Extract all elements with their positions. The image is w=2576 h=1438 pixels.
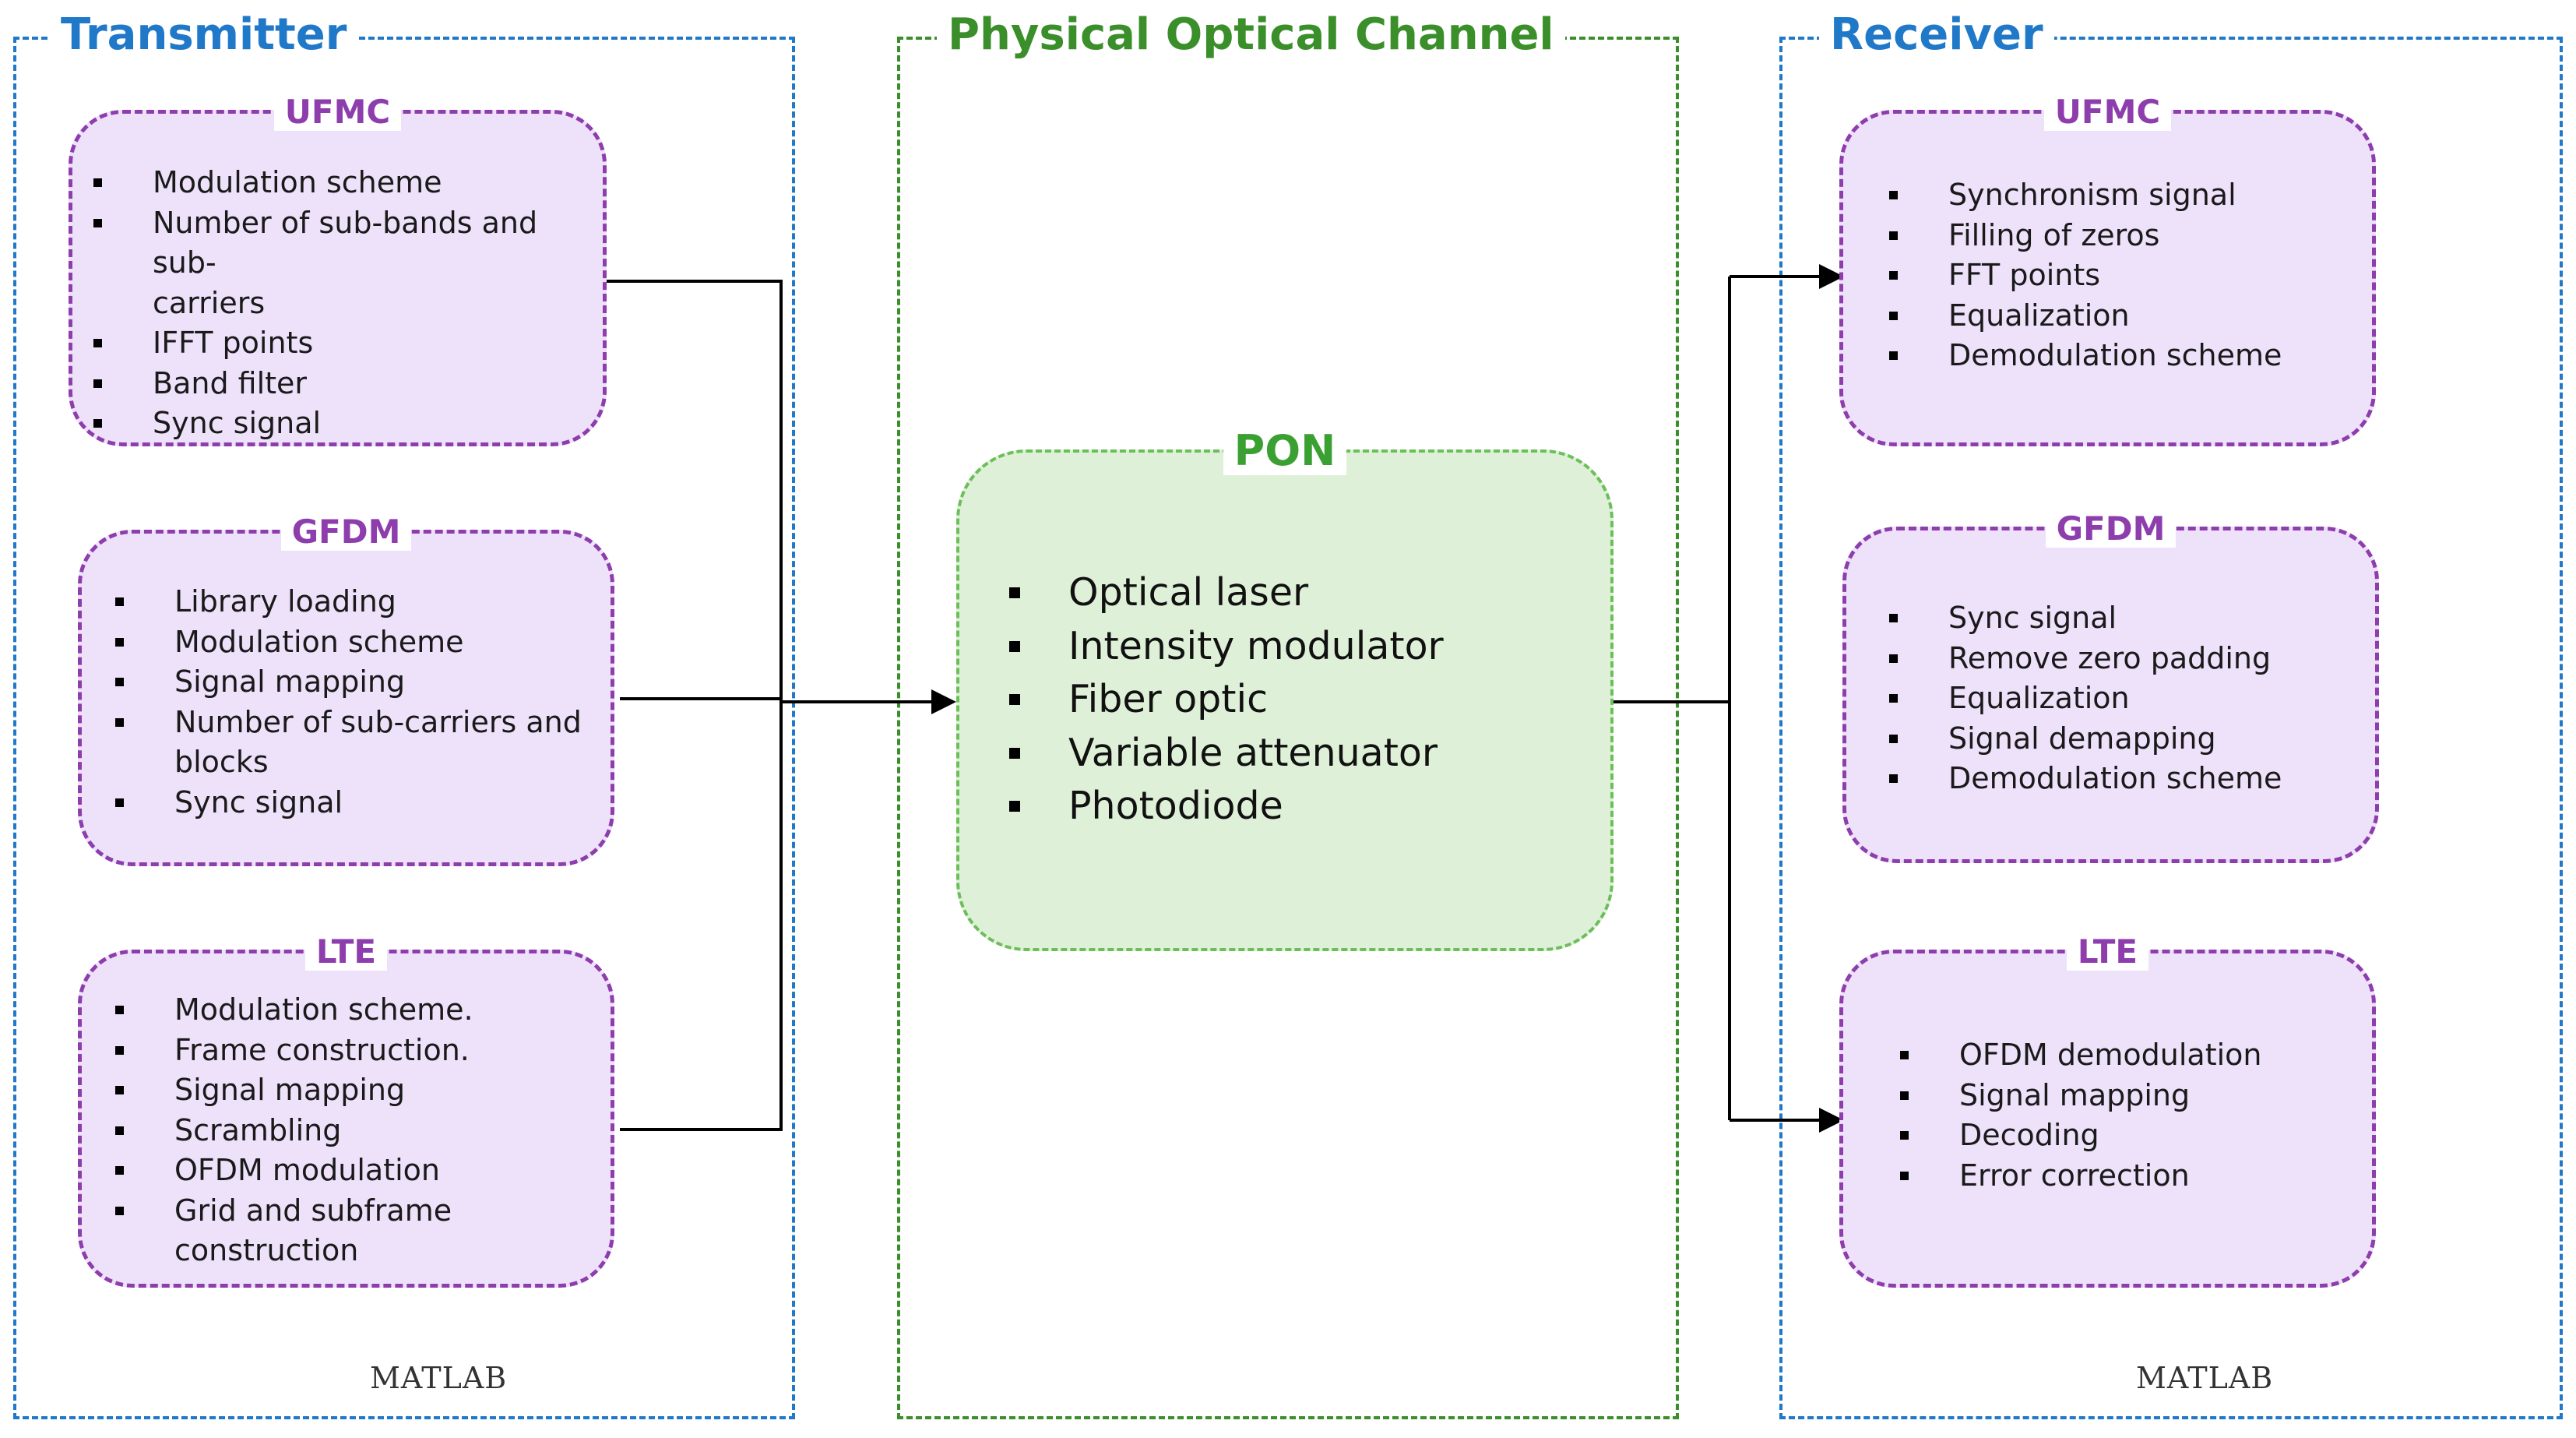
list-item: Number of sub-bands and sub- [93,203,603,284]
list-item: Remove zero padding [1889,639,2282,679]
tx-gfdm-box: GFDM Library loading Modulation scheme S… [78,513,614,866]
list-item: Band filter [93,364,603,404]
list-item: Library loading [115,582,582,622]
list-item: Filling of zeros [1889,216,2282,256]
list-item: OFDM modulation [115,1151,473,1191]
rx-lte-title: LTE [2066,932,2149,971]
list-item: Modulation scheme [115,622,582,663]
list-item: Equalization [1889,296,2282,337]
receiver-section [1779,37,2563,1419]
list-item: Number of sub-carriers and [115,703,582,743]
rx-ufmc-title: UFMC [2043,93,2172,131]
list-item: Demodulation scheme [1889,336,2282,376]
list-item: blocks [174,745,269,779]
tx-gfdm-title: GFDM [280,513,412,551]
channel-title: Physical Optical Channel [937,4,1565,66]
tx-ufmc-title: UFMC [273,93,402,131]
list-item: Modulation scheme. [115,990,473,1031]
list-item: Decoding [1900,1116,2262,1156]
list-item: OFDM demodulation [1900,1035,2262,1076]
list-item: carriers [153,285,266,320]
list-item: FFT points [1889,256,2282,296]
transmitter-title: Transmitter [50,4,358,66]
transmitter-section [13,37,795,1419]
rx-lte-box: LTE OFDM demodulation Signal mapping Dec… [1839,932,2376,1288]
rx-matlab-logo: MATLAB [2136,1361,2274,1395]
list-item: Grid and subframe [115,1191,473,1232]
list-item: Sync signal [1889,598,2282,639]
list-item: Signal mapping [115,1070,473,1111]
list-item: Error correction [1900,1156,2262,1197]
list-item: IFFT points [93,323,603,364]
list-item: Signal mapping [1900,1076,2262,1116]
list-item: Photodiode [1009,780,1444,834]
tx-lte-title: LTE [304,932,388,971]
rx-gfdm-title: GFDM [2045,509,2177,548]
list-item: Equalization [1889,678,2282,719]
receiver-title: Receiver [1819,4,2054,66]
tx-ufmc-box: UFMC Modulation scheme Number of sub-ban… [69,93,607,446]
list-item: Frame construction. [115,1031,473,1071]
pon-title: PON [1223,426,1347,475]
tx-ufmc-connector [607,280,783,1131]
list-item: Sync signal [115,783,582,823]
list-item: Scrambling [115,1111,473,1151]
rx-ufmc-box: UFMC Synchronism signal Filling of zeros… [1839,93,2376,446]
list-item: Demodulation scheme [1889,759,2282,799]
list-item: Modulation scheme [93,163,603,203]
rx-gfdm-box: GFDM Sync signal Remove zero padding Equ… [1842,509,2379,863]
list-item: Signal demapping [1889,719,2282,760]
list-item: Synchronism signal [1889,175,2282,216]
list-item: Fiber optic [1009,673,1444,727]
list-item: Variable attenuator [1009,727,1444,781]
pon-box: PON Optical laser Intensity modulator Fi… [956,426,1614,951]
tx-matlab-logo: MATLAB [370,1361,508,1395]
list-item: Optical laser [1009,566,1444,620]
list-item: Intensity modulator [1009,620,1444,674]
tx-lte-box: LTE Modulation scheme. Frame constructio… [78,932,614,1288]
list-item: Sync signal [93,404,603,444]
list-item: Signal mapping [115,662,582,703]
list-item: construction [174,1233,359,1267]
